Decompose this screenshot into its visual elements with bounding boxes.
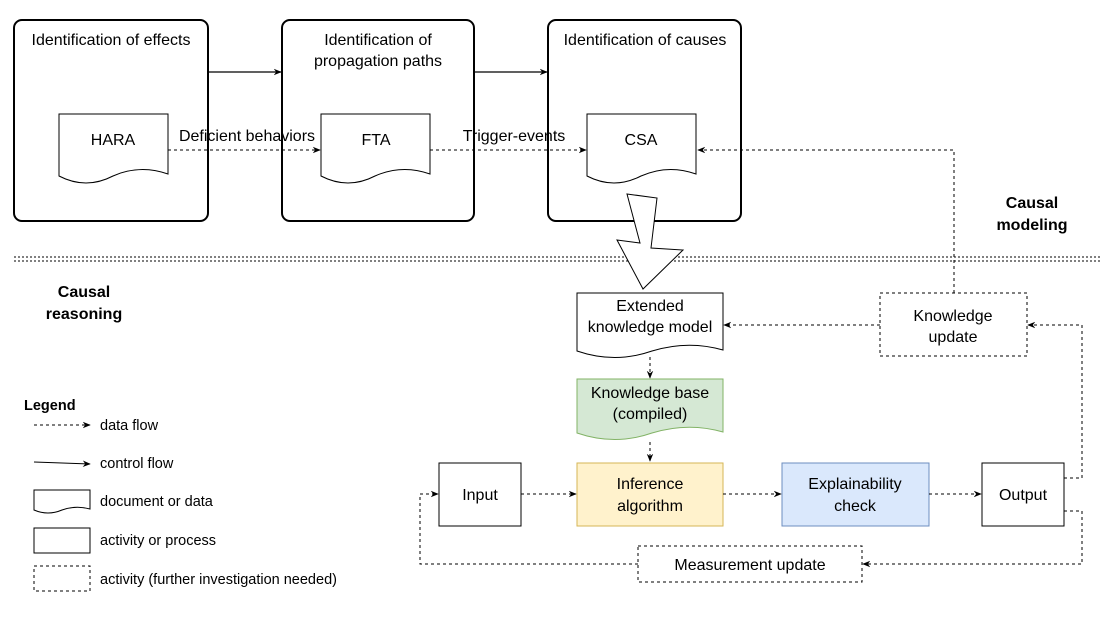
effects-title: Identification of effects [32,32,191,49]
legend-activity-sample [33,527,91,554]
legend-document-sample [33,489,91,514]
knowledge-base-document [577,379,723,440]
ext-model-line1: Extended [616,298,684,315]
causal-modeling-line2: modeling [996,217,1067,234]
measurement-update-label: Measurement update [674,557,825,574]
csa-label: CSA [625,132,658,149]
data-arrow-update-to-csa [697,146,955,293]
data-arrow-measurement-to-input [419,490,638,565]
explainability-box [782,463,929,526]
causal-reasoning-line1: Causal [58,284,110,301]
paths-title-line2: propagation paths [314,53,442,70]
fta-document [320,113,431,184]
data-arrow-output-to-knowledge-update [1027,321,1083,479]
knowledge-update-line2: update [929,329,978,346]
legend-activity-dashed-label: activity (further investigation needed) [100,572,337,588]
inference-line1: Inference [617,476,684,493]
knowledge-base-outline [576,378,724,440]
legend-title: Legend [24,398,76,414]
paths-title-line1: Identification of [324,32,432,49]
ext-model-line2: knowledge model [588,319,713,336]
knowledge-update-box [879,292,1028,357]
causal-reasoning-line2: reasoning [46,306,122,323]
csa-document [586,113,697,184]
big-transfer-arrow [616,193,685,290]
inference-box [577,463,723,526]
legend-data-flow-label: data flow [100,418,159,434]
kb-line2: (compiled) [613,406,688,423]
explain-line1: Explainability [808,476,901,493]
data-arrow-output-to-measurement [862,510,1083,568]
input-box [438,462,522,527]
causal-modeling-line1: Causal [1006,195,1058,212]
legend-activity-label: activity or process [100,533,216,549]
edge-trigger-events: Trigger-events [463,128,566,145]
causes-title: Identification of causes [564,32,727,49]
explain-line2: check [834,498,877,515]
extended-knowledge-model-document [576,292,724,358]
kb-line1: Knowledge base [591,385,709,402]
legend-control-flow-sample [33,460,91,467]
hara-label: HARA [91,132,136,149]
knowledge-update-line1: Knowledge [913,308,992,325]
input-label: Input [462,487,498,504]
output-label: Output [999,487,1048,504]
hara-document [58,113,169,184]
inference-line2: algorithm [617,498,683,515]
edge-deficient-behaviors: Deficient behaviors [179,128,315,145]
output-box [981,462,1065,527]
legend-activity-dashed-sample [33,565,91,592]
legend-document-label: document or data [100,494,214,510]
legend-control-flow-label: control flow [100,456,174,472]
fta-label: FTA [361,132,390,149]
measurement-update-box [637,545,863,583]
